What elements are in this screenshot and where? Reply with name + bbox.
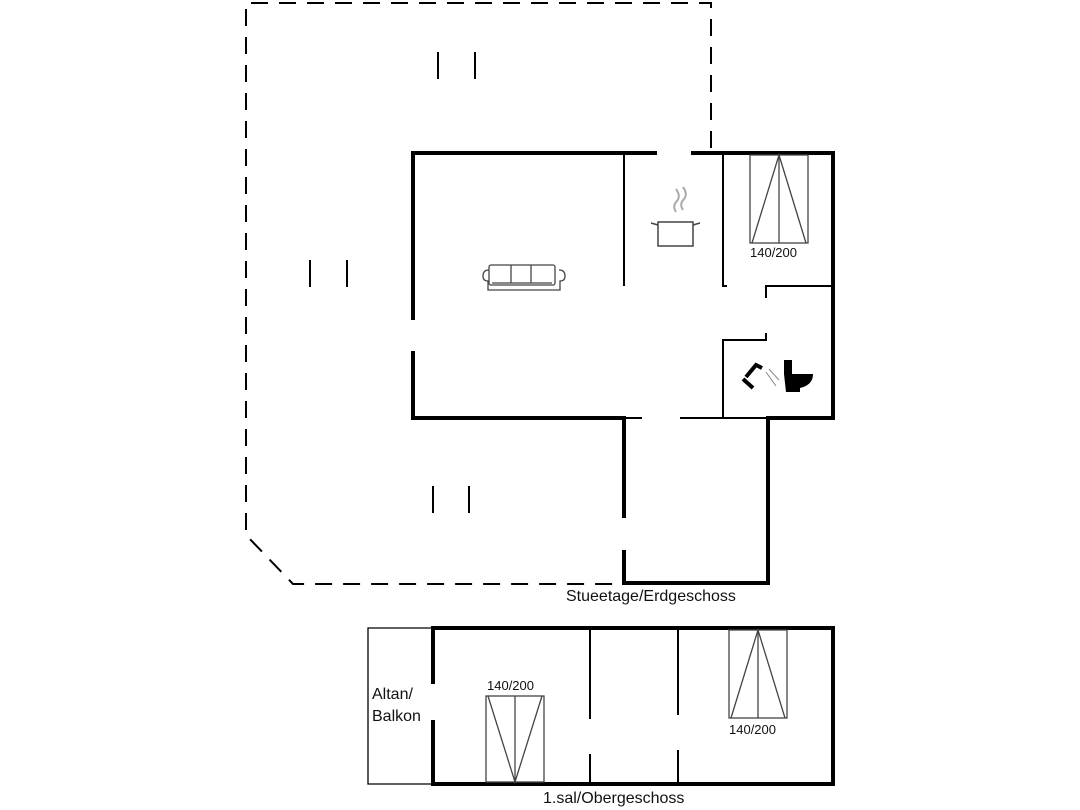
upper-floor-walls: [431, 626, 835, 786]
bed-size-label-upper-left: 140/200: [487, 678, 534, 693]
bed-size-label: 140/200: [750, 245, 797, 260]
sofa-icon: [482, 264, 566, 291]
bed-icon-upper-left: [485, 695, 545, 785]
bed-size-label-upper-right: 140/200: [729, 722, 776, 737]
shower-icon: [741, 362, 780, 390]
bed-icon: [749, 152, 809, 244]
terrace-marks: [309, 52, 476, 513]
upper-floor-partitions: [589, 630, 679, 782]
balcony-label-line1: Altan/: [372, 686, 413, 703]
toilet-icon: [784, 360, 813, 392]
balcony-label-line2: Balkon: [372, 708, 421, 725]
upper-floor-label: 1.sal/Obergeschoss: [543, 790, 685, 807]
cooking-pot-icon: [650, 186, 701, 247]
ground-floor-partitions: [623, 153, 831, 419]
bed-icon-upper-right: [728, 627, 788, 719]
ground-floor-label: Stueetage/Erdgeschoss: [566, 588, 736, 605]
terrace-outline: [245, 2, 712, 585]
balcony-outline: [367, 627, 433, 785]
